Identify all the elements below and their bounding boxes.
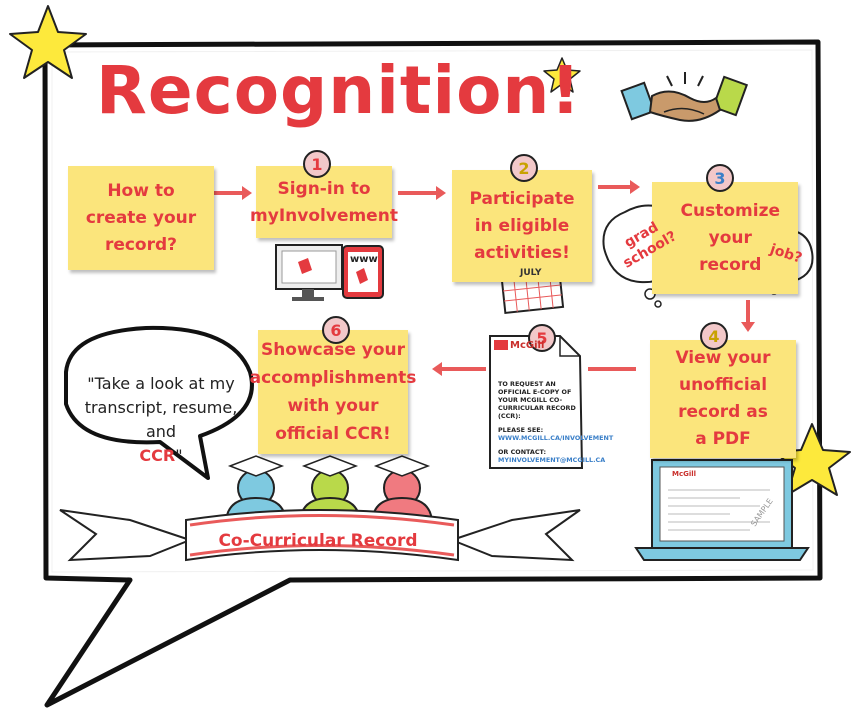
quote-close: " [175, 446, 183, 465]
step-intro-label: How to create your record? [85, 180, 197, 255]
step-2-label: Participate in eligible activities! [469, 188, 575, 263]
document-see-link[interactable]: WWW.MCGILL.CA/INVOLVEMENT [498, 434, 614, 442]
arrow-step1-to-step2 [398, 186, 446, 200]
step-1-note: Sign-in to myInvolvement [250, 166, 398, 238]
step-4-number: 4 [700, 322, 728, 350]
laptop-mcgill-logo: McGill [672, 470, 697, 478]
quote-text: "Take a look at my transcript, resume, a… [76, 348, 246, 468]
step-3-label: Customize your record [680, 200, 780, 275]
step-3-note: Customize your record [652, 182, 798, 294]
step-6-number: 6 [322, 316, 350, 344]
document-mcgill-logo: McGill [510, 340, 545, 351]
step-2-note: Participate in eligible activities! [452, 170, 592, 282]
arrow-intro-to-step1 [214, 186, 252, 200]
banner-ribbon [59, 509, 581, 562]
arrow-step5-to-step6 [432, 362, 486, 376]
document-see-label: PLEASE SEE: [498, 426, 544, 434]
quote-bubble [64, 325, 254, 480]
tablet-icon [342, 245, 384, 299]
laptop-icon [634, 459, 810, 561]
document-body: TO REQUEST AN OFFICIAL E-COPY OF YOUR MC… [498, 380, 614, 464]
step-4-note: View your unofficial record as a PDF [650, 340, 796, 458]
arrow-step2-to-step3 [598, 180, 640, 194]
document-contact-label: OR CONTACT: [498, 448, 547, 456]
step-1-label: Sign-in to myInvolvement [250, 179, 398, 226]
step-5-number: 5 [528, 324, 556, 352]
quote-ccr-highlight: CCR [139, 446, 176, 465]
handshake-icon [620, 72, 749, 122]
document-contact-link[interactable]: MYINVOLVEMENT@MCGILL.CA [498, 456, 606, 464]
calendar-month: JULY [520, 268, 542, 278]
star-icon-small [543, 57, 581, 93]
step-3-number: 3 [706, 164, 734, 192]
step-4-label: View your unofficial record as a PDF [675, 348, 771, 449]
banner-text: Co-Curricular Record [218, 531, 418, 551]
star-icon-top-left [9, 5, 87, 79]
document-line1: TO REQUEST AN OFFICIAL E-COPY OF YOUR MC… [498, 380, 576, 420]
step-2-number: 2 [510, 154, 538, 182]
page-title: Recognition! [96, 52, 582, 129]
step-intro-note: How to create your record? [68, 166, 214, 270]
step-6-label: Showcase your accomplishments with your … [249, 340, 417, 444]
arrow-step3-to-step4 [741, 300, 755, 332]
tablet-www-text: www [350, 254, 378, 265]
step-1-number: 1 [303, 150, 331, 178]
monitor-icon [275, 244, 343, 301]
step-6-note: Showcase your accomplishments with your … [250, 330, 416, 454]
quote-main: "Take a look at my transcript, resume, a… [84, 374, 238, 441]
